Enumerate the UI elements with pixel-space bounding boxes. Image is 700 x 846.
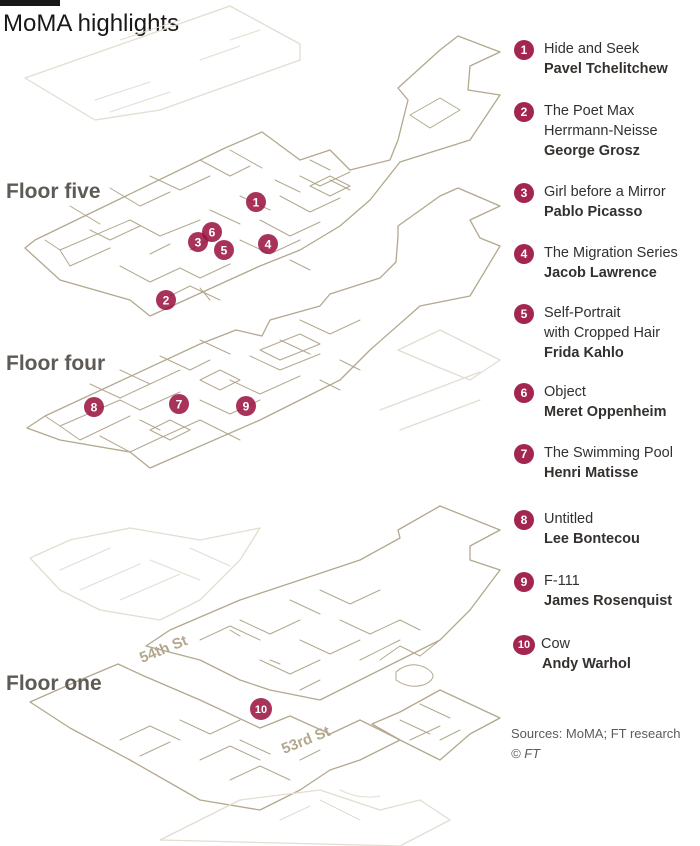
map-marker-3[interactable]: 3 xyxy=(188,232,208,252)
artist-name: Pavel Tchelitchew xyxy=(544,61,668,77)
svg-text:7: 7 xyxy=(176,398,183,412)
artist-name: Meret Oppenheim xyxy=(544,404,667,420)
map-marker-6[interactable]: 6 xyxy=(202,222,222,242)
sources-line: Sources: MoMA; FT research xyxy=(511,726,681,741)
legend-number-badge: 8 xyxy=(514,510,534,530)
street-label-53rd: 53rd St xyxy=(279,723,333,758)
map-marker-8[interactable]: 8 xyxy=(84,397,104,417)
page-title: MoMA highlights xyxy=(3,10,180,37)
artist-name: George Grosz xyxy=(544,143,640,159)
artwork-title: Object xyxy=(544,384,586,400)
svg-text:10: 10 xyxy=(255,704,267,716)
legend-number-badge: 7 xyxy=(514,444,534,464)
artwork-title: The Swimming Pool xyxy=(544,445,673,461)
ft-credit: © FT xyxy=(511,746,541,761)
legend-number-badge: 6 xyxy=(514,383,534,403)
map-marker-9[interactable]: 9 xyxy=(236,396,256,416)
map-marker-5[interactable]: 5 xyxy=(214,240,234,260)
svg-text:6: 6 xyxy=(209,226,216,240)
brand-bar xyxy=(0,0,60,6)
legend-number-badge: 10 xyxy=(513,635,535,655)
legend-number-badge: 4 xyxy=(514,244,534,264)
artwork-title: The Poet Max Herrmann-Neisse xyxy=(544,103,658,139)
legend-number-badge: 1 xyxy=(514,40,534,60)
artist-name: Andy Warhol xyxy=(542,656,631,672)
svg-text:2: 2 xyxy=(163,294,170,308)
legend-number-badge: 9 xyxy=(514,572,534,592)
legend-number-badge: 5 xyxy=(514,304,534,324)
artist-name: Frida Kahlo xyxy=(544,345,624,361)
floor-five-plan xyxy=(24,5,501,317)
svg-text:3: 3 xyxy=(195,236,202,250)
svg-text:1: 1 xyxy=(253,196,260,210)
svg-text:5: 5 xyxy=(221,244,228,258)
artist-name: Pablo Picasso xyxy=(544,204,643,220)
sources-note: Sources: MoMA; FT research © FT xyxy=(511,724,681,764)
map-marker-7[interactable]: 7 xyxy=(169,394,189,414)
artwork-title: The Migration Series xyxy=(544,245,678,261)
map-marker-2[interactable]: 2 xyxy=(156,290,176,310)
artwork-title: Girl before a Mirror xyxy=(544,184,666,200)
floor-one-label: Floor one xyxy=(6,672,102,695)
artwork-title: F-111 xyxy=(544,573,580,589)
floor-one-plan xyxy=(29,505,501,846)
floor-four-plan xyxy=(26,187,501,469)
artist-name: Jacob Lawrence xyxy=(544,265,657,281)
floor-four-label: Floor four xyxy=(6,352,106,375)
floor-five-label: Floor five xyxy=(6,180,101,203)
artwork-title: Hide and Seek xyxy=(544,41,640,57)
map-marker-4[interactable]: 4 xyxy=(258,234,278,254)
svg-text:9: 9 xyxy=(243,400,250,414)
street-label-54th: 54th St xyxy=(137,632,190,666)
artist-name: Lee Bontecou xyxy=(544,531,640,547)
map-marker-10[interactable]: 10 xyxy=(250,698,272,720)
svg-text:4: 4 xyxy=(265,238,272,252)
artwork-title: Cow xyxy=(541,636,571,652)
artist-name: James Rosenquist xyxy=(544,593,673,609)
legend-number-badge: 2 xyxy=(514,102,534,122)
artwork-title: Untitled xyxy=(544,511,594,527)
legend-number-badge: 3 xyxy=(514,183,534,203)
map-marker-1[interactable]: 1 xyxy=(246,192,266,212)
svg-text:8: 8 xyxy=(91,401,98,415)
artwork-title: Self-Portrait with Cropped Hair xyxy=(544,305,661,341)
artist-name: Henri Matisse xyxy=(544,465,639,481)
